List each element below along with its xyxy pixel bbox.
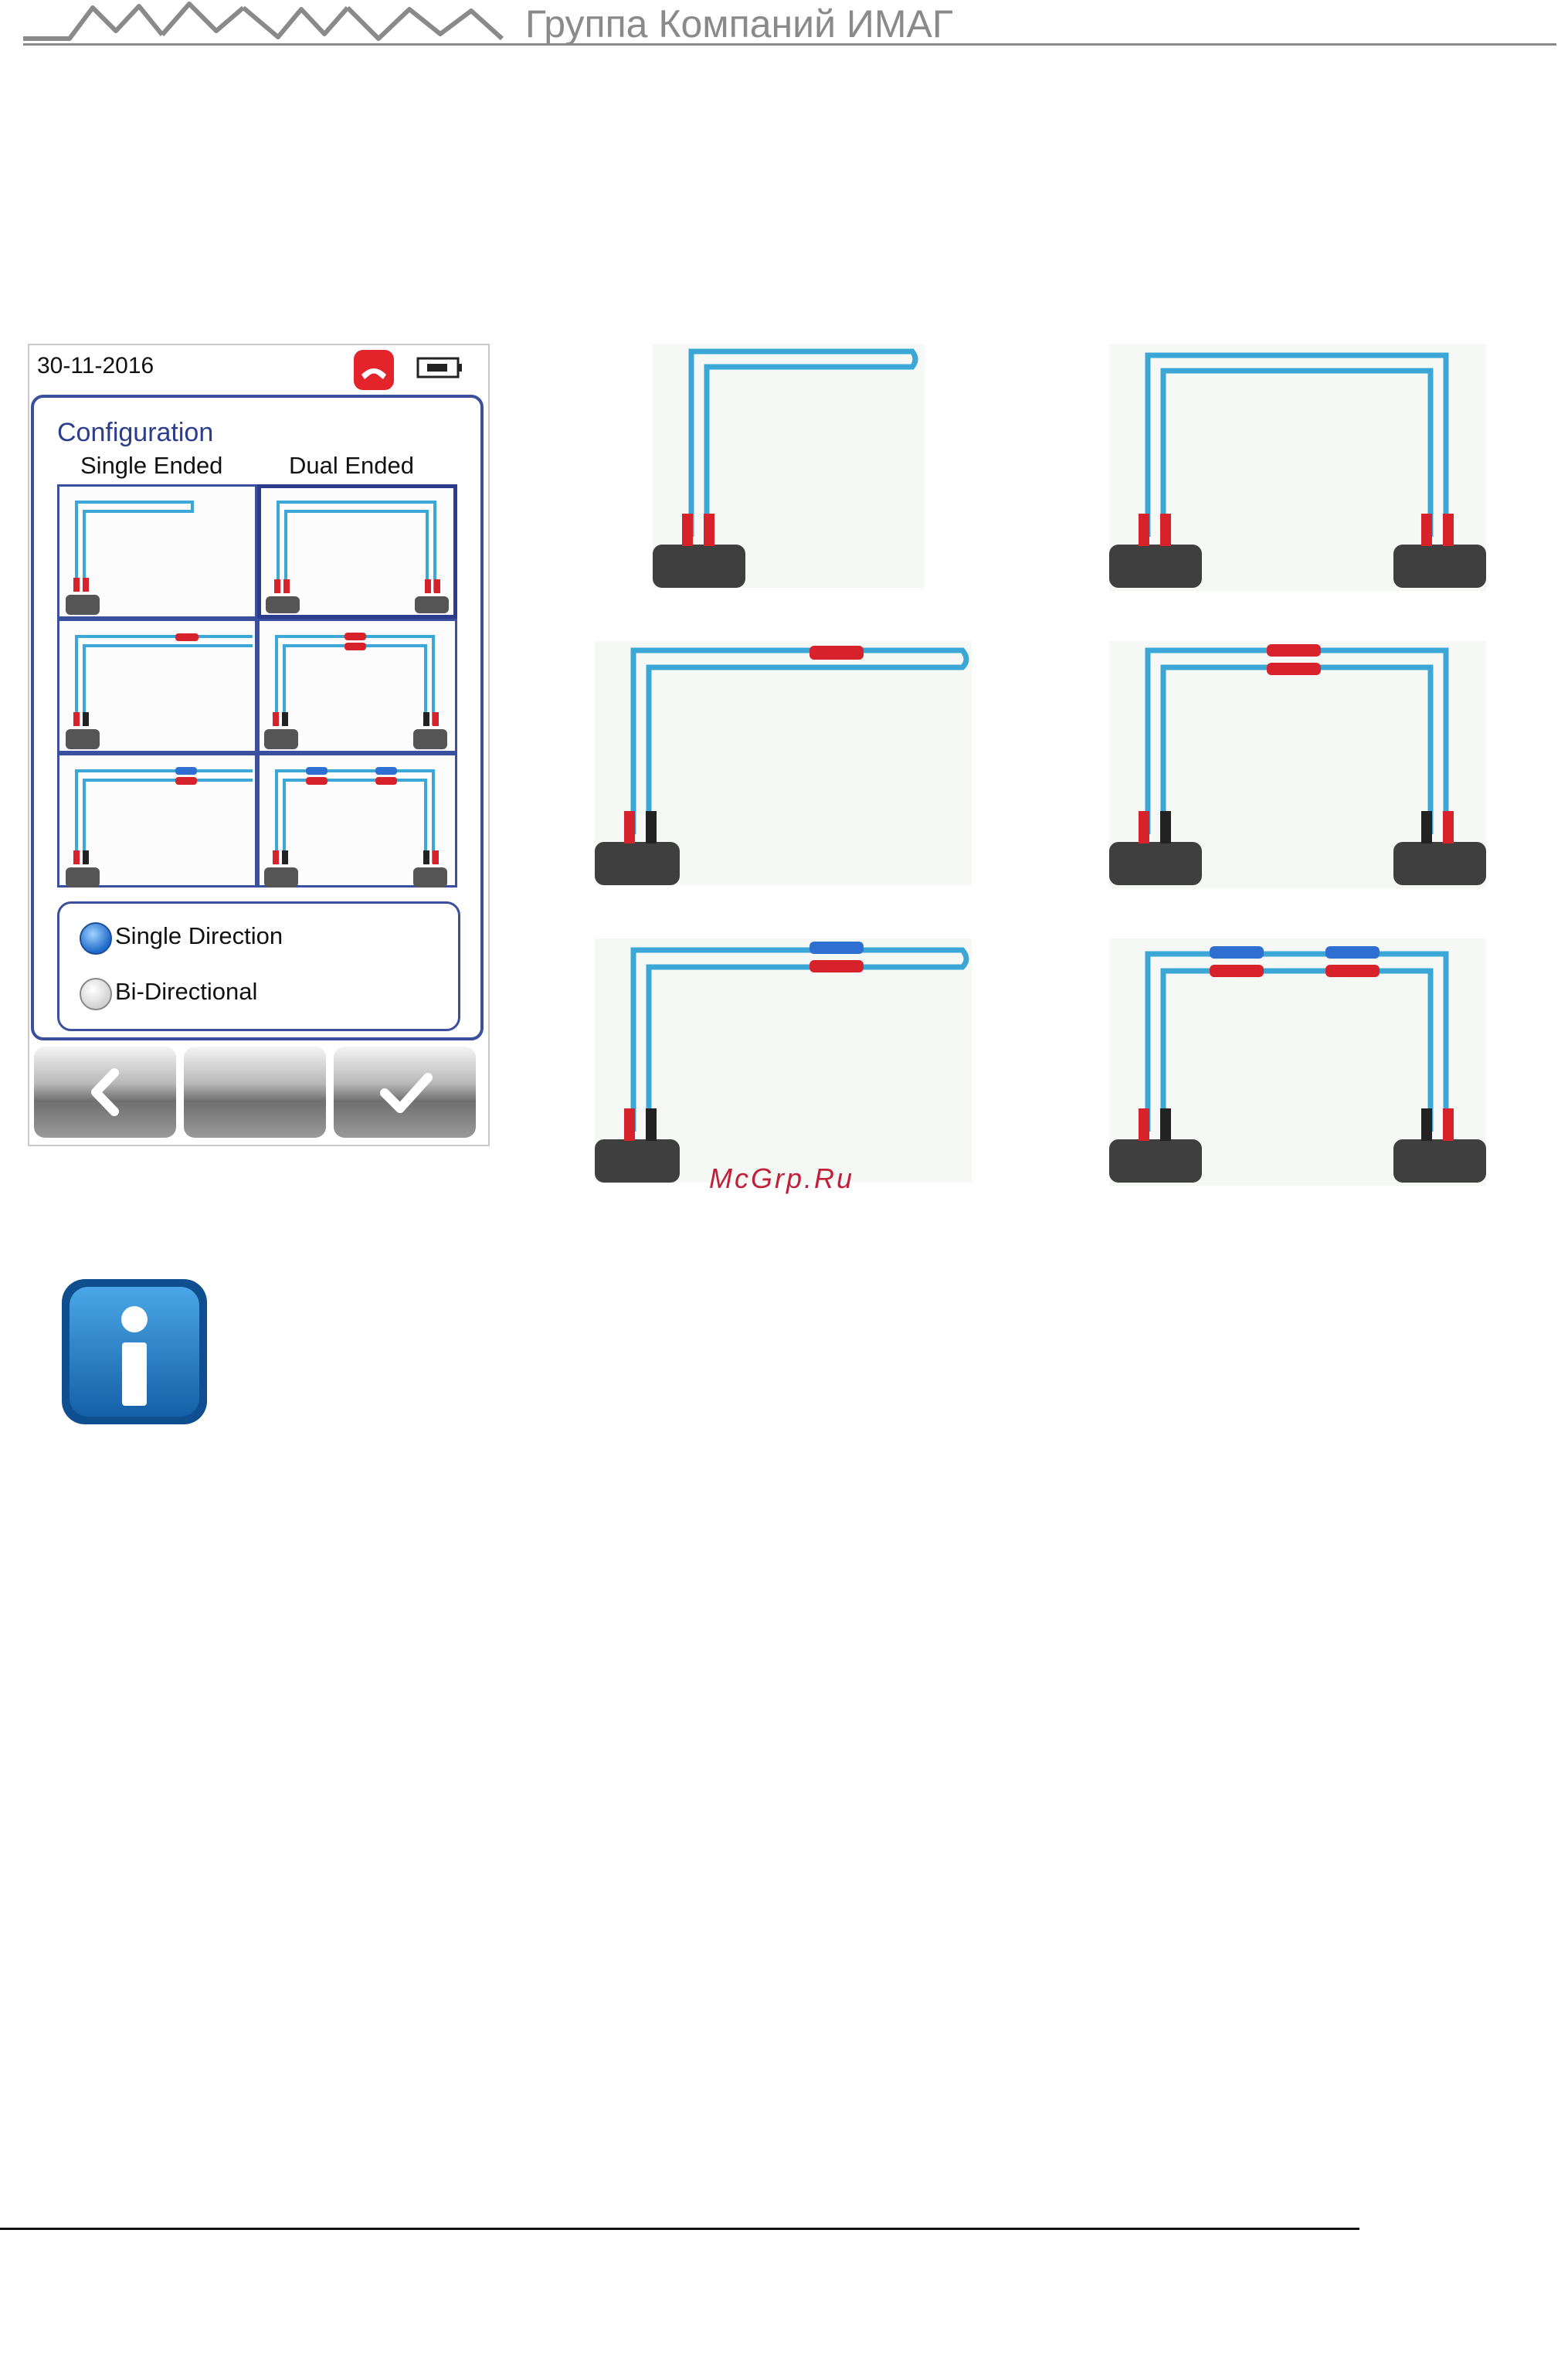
config-option-dual-ended-2[interactable] bbox=[257, 619, 457, 753]
radio-selected-icon[interactable] bbox=[80, 922, 112, 955]
direction-options: Single Direction Bi-Directional bbox=[57, 901, 460, 1031]
config-option-single-ended-3[interactable] bbox=[57, 753, 257, 888]
diagram-single-ended-2 bbox=[595, 641, 972, 885]
config-option-single-ended-1[interactable] bbox=[57, 484, 257, 619]
checkmark-icon bbox=[334, 1047, 476, 1138]
config-option-dual-ended-3[interactable] bbox=[257, 753, 457, 888]
header-divider bbox=[23, 43, 1556, 46]
device-screen: 30-11-2016 Configuration Single Ended Du… bbox=[28, 344, 490, 1146]
radio-unselected-icon[interactable] bbox=[80, 978, 112, 1010]
configuration-title: Configuration bbox=[57, 418, 213, 448]
diagram-dual-ended-3 bbox=[1109, 938, 1486, 1186]
diagram-dual-ended-1 bbox=[1109, 344, 1486, 591]
info-icon bbox=[59, 1276, 210, 1427]
back-button[interactable] bbox=[34, 1047, 176, 1138]
configuration-panel: Configuration Single Ended Dual Ended bbox=[31, 395, 484, 1040]
blank-softkey[interactable] bbox=[184, 1047, 326, 1138]
footer-divider bbox=[0, 2228, 1359, 2230]
phone-hangup-icon[interactable] bbox=[354, 350, 394, 390]
option-label: Single Direction bbox=[115, 922, 283, 950]
config-option-single-ended-2[interactable] bbox=[57, 619, 257, 753]
option-label: Bi-Directional bbox=[115, 978, 257, 1006]
watermark: McGrp.Ru bbox=[709, 1162, 854, 1195]
diagram-single-ended-3 bbox=[595, 938, 972, 1183]
battery-icon bbox=[416, 356, 463, 379]
diagram-dual-ended-2 bbox=[1109, 641, 1486, 888]
back-chevron-icon bbox=[34, 1047, 176, 1138]
dual-ended-label: Dual Ended bbox=[289, 452, 414, 480]
single-ended-label: Single Ended bbox=[80, 452, 222, 480]
status-date: 30-11-2016 bbox=[37, 353, 154, 379]
company-logo-graphic bbox=[23, 0, 518, 48]
option-single-direction[interactable]: Single Direction bbox=[80, 921, 443, 955]
company-name: Группа Компаний ИМАГ bbox=[525, 2, 953, 46]
option-bi-directional[interactable]: Bi-Directional bbox=[80, 976, 443, 1010]
config-option-dual-ended-1[interactable] bbox=[257, 484, 457, 619]
configuration-grid bbox=[57, 484, 460, 892]
confirm-button[interactable] bbox=[334, 1047, 476, 1138]
diagram-single-ended-1 bbox=[653, 344, 925, 588]
